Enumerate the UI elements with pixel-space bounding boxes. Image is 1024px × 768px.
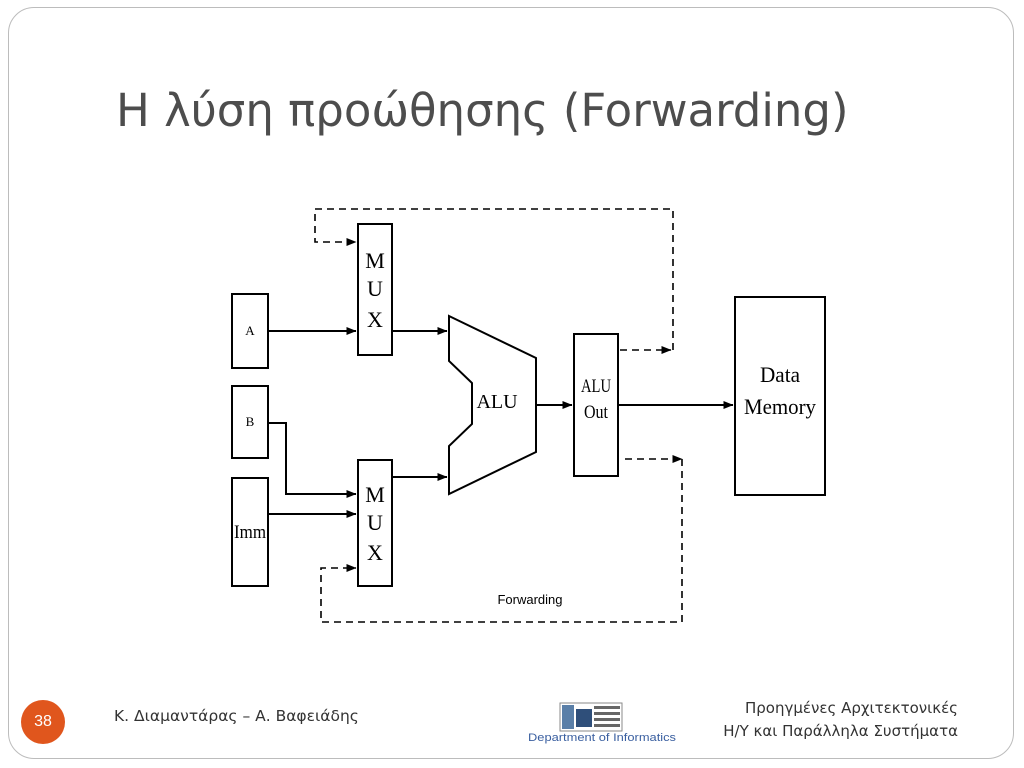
footer-authors: Κ. Διαμαντάρας – Α. Βαφειάδης bbox=[114, 707, 359, 725]
data-memory-label-line2: Memory bbox=[744, 394, 816, 419]
forwarding-paths bbox=[314, 208, 683, 623]
mux-upper-letter-m: M bbox=[365, 248, 385, 273]
footer-course-line2: Η/Υ και Παράλληλα Συστήματα bbox=[723, 722, 958, 740]
datapath-wires bbox=[268, 327, 734, 518]
mux-lower-letter-m: M bbox=[365, 482, 385, 507]
immediate-label: Imm bbox=[234, 522, 266, 543]
mux-lower-letter-x: X bbox=[367, 540, 383, 565]
register-a: A bbox=[231, 293, 269, 369]
mux-upper-letter-u: U bbox=[367, 276, 383, 301]
page-number-badge: 38 bbox=[21, 700, 65, 744]
register-b-label: B bbox=[246, 414, 255, 429]
forwarding-label: Forwarding bbox=[497, 592, 562, 607]
mux-upper: M U X bbox=[357, 223, 393, 356]
data-memory-label-line1: Data bbox=[760, 362, 800, 387]
footer-course-line1: Προηγμένες Αρχιτεκτονικές bbox=[745, 699, 958, 717]
department-logo: Department of Informatics bbox=[528, 702, 677, 744]
mux-lower-letter-u: U bbox=[367, 510, 383, 535]
alu-out-register: ALU Out bbox=[573, 333, 619, 477]
wire-b-to-mux bbox=[268, 422, 357, 498]
alu-out-label-line1: ALU bbox=[581, 376, 611, 397]
register-a-label: A bbox=[245, 323, 255, 338]
immediate-block: Imm bbox=[231, 477, 269, 587]
data-memory: Data Memory bbox=[734, 296, 826, 496]
forward-path-top-loop bbox=[314, 208, 674, 350]
alu-out-label-line2: Out bbox=[584, 402, 609, 423]
slide-title: Η λύση προώθησης (Forwarding) bbox=[116, 84, 849, 137]
footer-course: Προηγμένες Αρχιτεκτονικές Η/Υ και Παράλλ… bbox=[723, 697, 958, 743]
mux-lower: M U X bbox=[357, 459, 393, 587]
register-b: B bbox=[231, 385, 269, 459]
mux-upper-letter-x: X bbox=[367, 307, 383, 332]
alu-label: ALU bbox=[476, 391, 518, 413]
alu: ALU bbox=[448, 314, 537, 496]
logo-text: Department of Informatics bbox=[528, 732, 677, 744]
forward-path-bottom-loop bbox=[320, 459, 683, 623]
